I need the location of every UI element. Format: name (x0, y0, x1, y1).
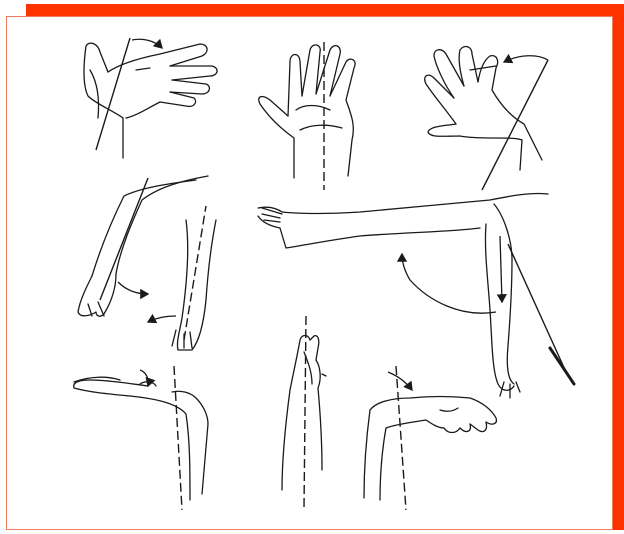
wrist-flexion (78, 176, 216, 350)
arm-circumduction (258, 193, 574, 398)
palm-neutral (259, 42, 355, 190)
hand-palm-up (74, 366, 208, 510)
hand-radial-deviation (84, 38, 217, 158)
hand-ulnar-deviation (425, 47, 548, 190)
hand-palm-down (364, 366, 496, 510)
hand-vertical (282, 316, 326, 508)
